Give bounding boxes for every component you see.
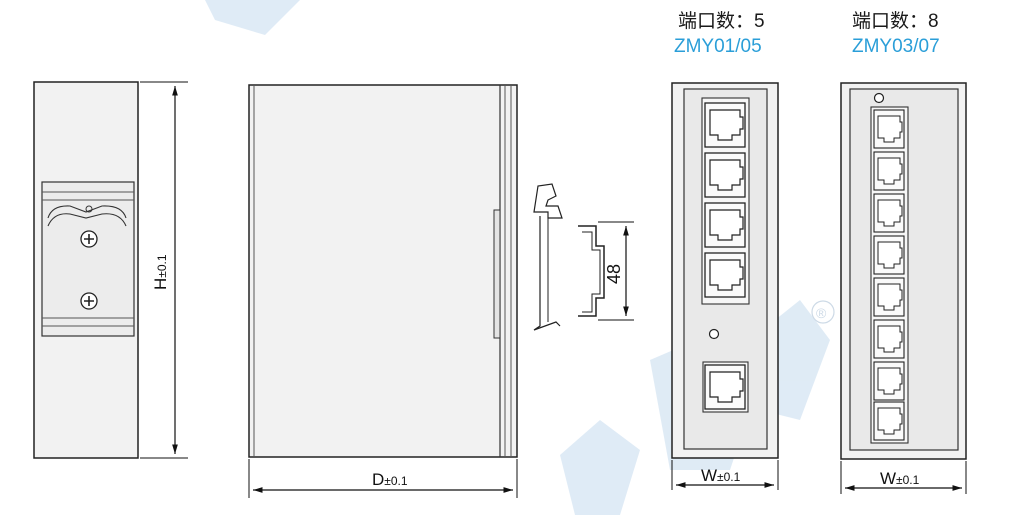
ethernet-port-icon (704, 202, 746, 248)
din-rail-label: 48 (604, 264, 624, 284)
depth-label: D±0.1 (372, 470, 408, 489)
port-count-label-5: 端口数：5 (678, 11, 765, 32)
ethernet-port-icon (873, 151, 905, 191)
ethernet-port-icon (704, 152, 746, 198)
ethernet-port-icon (704, 102, 746, 148)
ethernet-port-icon (873, 361, 905, 401)
port-count-label-8: 端口数：8 (852, 11, 939, 32)
model-label-zmy01-05: ZMY01/05 (674, 36, 762, 57)
ethernet-port-icon (704, 252, 746, 298)
width-label-5-port: W±0.1 (701, 466, 741, 485)
model-label-zmy03-07: ZMY03/07 (852, 36, 940, 57)
front-view-8-port (840, 82, 967, 460)
registered-mark: ® (816, 305, 827, 321)
led-indicator-icon (708, 328, 720, 340)
width-label-8-port: W±0.1 (880, 469, 920, 488)
ethernet-port-icon (873, 235, 905, 275)
ethernet-port-icon (873, 109, 905, 149)
ethernet-port-icon (873, 401, 905, 441)
ethernet-port-icon (873, 277, 905, 317)
led-indicator-icon (873, 92, 885, 104)
side-view (248, 84, 563, 458)
depth-dimension: D±0.1 (248, 459, 518, 498)
screw-icon (80, 230, 98, 248)
front-view-5-port (671, 82, 779, 459)
width-dimension-5-port: W±0.1 (671, 460, 779, 490)
height-dimension: H±0.1 (140, 81, 188, 459)
width-dimension-8-port: W±0.1 (840, 461, 967, 494)
ethernet-port-icon (704, 364, 746, 410)
ethernet-port-icon (873, 193, 905, 233)
din-rail-profile: 48 (578, 221, 634, 321)
height-label: H±0.1 (151, 254, 170, 290)
screw-icon (80, 292, 98, 310)
ethernet-port-icon (873, 319, 905, 359)
back-view (33, 81, 139, 459)
